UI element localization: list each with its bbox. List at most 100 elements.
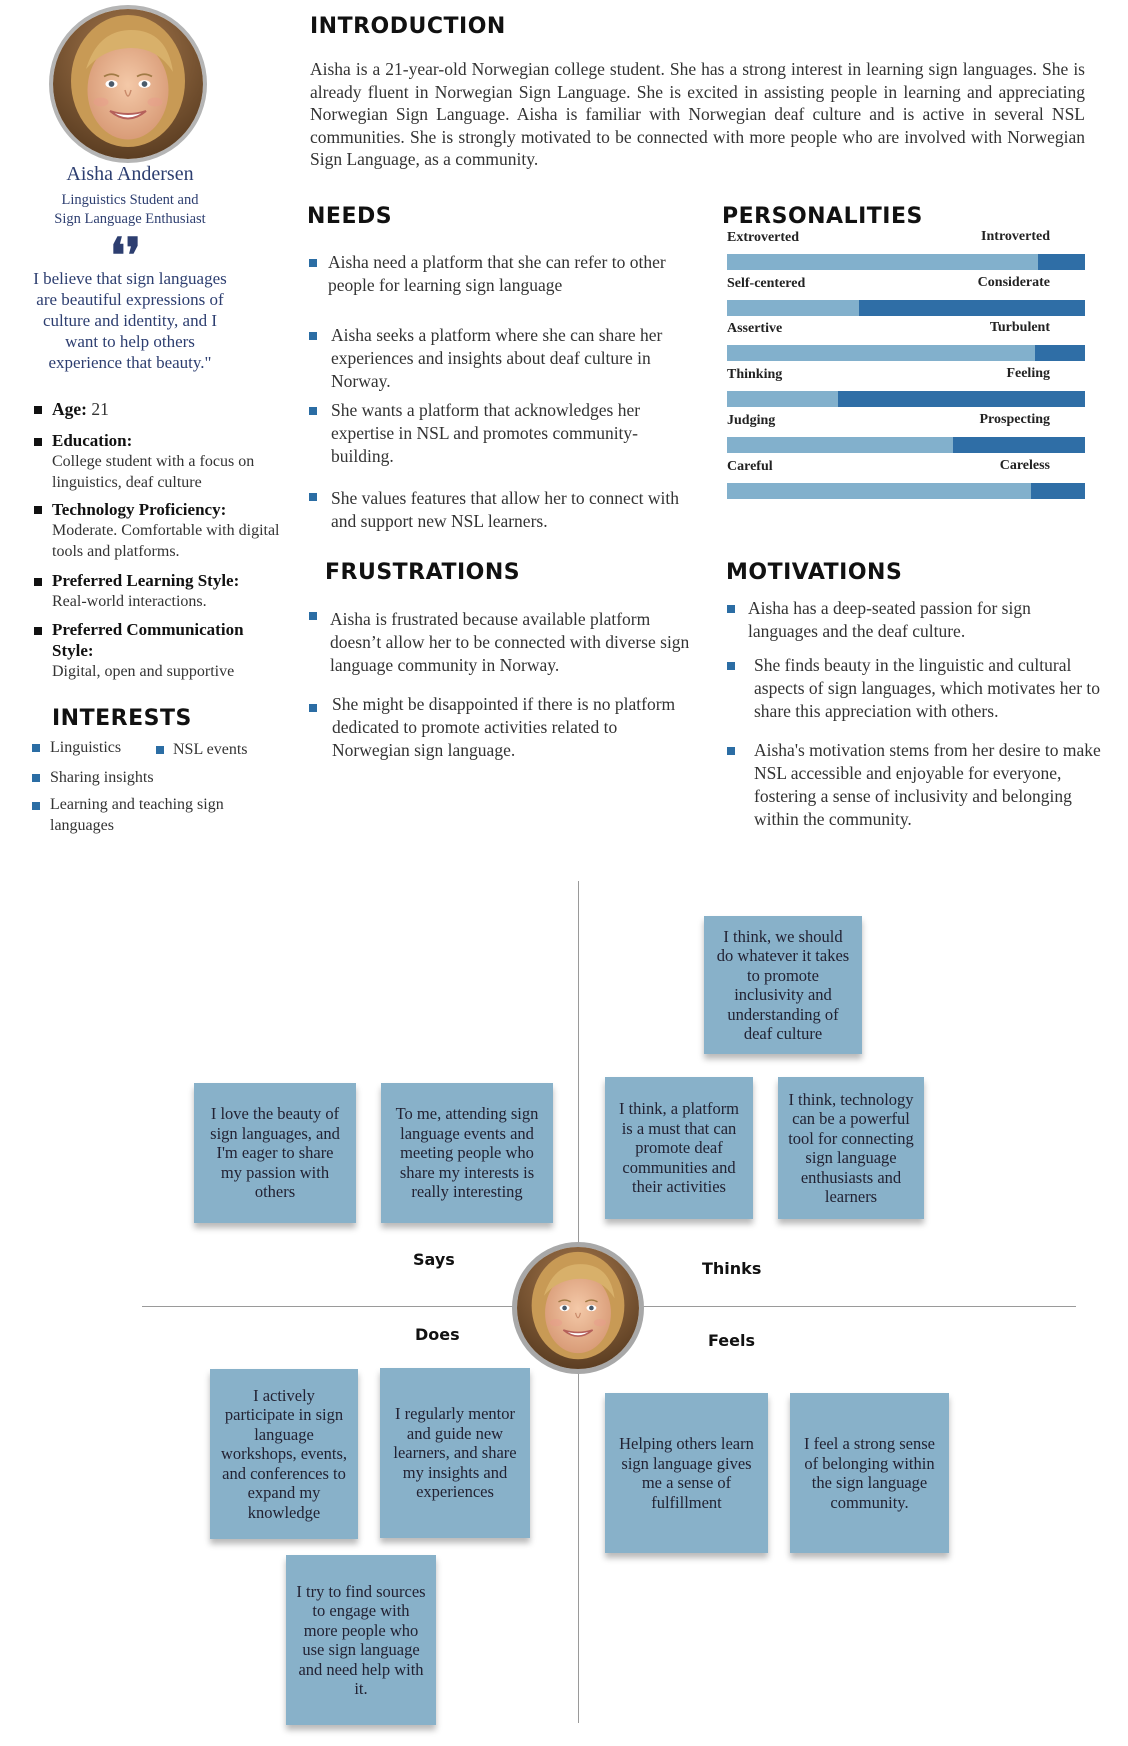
trait-left-label: Careful — [727, 459, 773, 474]
attribute-education: Education: College student with a focus … — [52, 430, 282, 493]
does-label: Does — [415, 1325, 460, 1344]
interests-title: INTERESTS — [52, 706, 192, 731]
attribute-value: College student with a focus on linguist… — [52, 453, 255, 491]
attribute-value: Real-world interactions. — [52, 593, 207, 610]
trait-bar — [727, 437, 1085, 453]
attribute-communication-style: Preferred Communication Style: Digital, … — [52, 619, 262, 682]
motivation-item: She finds beauty in the linguistic and c… — [754, 655, 1101, 721]
trait-right-label: Turbulent — [989, 320, 1050, 335]
persona-name: Aisha Andersen — [66, 163, 194, 185]
motivation-item: Aisha has a deep-seated passion for sign… — [748, 598, 1031, 641]
trait-bar-fill — [727, 437, 953, 453]
attribute-bullet — [34, 438, 42, 446]
attribute-bullet — [34, 506, 42, 514]
motivation-bullet — [727, 747, 735, 755]
motivation-item: Aisha's motivation stems from her desire… — [754, 740, 1101, 829]
need-bullet — [309, 407, 317, 415]
trait-left-label: Self-centered — [727, 276, 806, 291]
center-avatar — [512, 1242, 644, 1374]
trait-bar-fill — [727, 483, 1032, 499]
need-item: Aisha need a platform that she can refer… — [328, 252, 666, 295]
attribute-label: Preferred Learning Style: — [52, 571, 240, 590]
attribute-label: Age: — [52, 399, 87, 419]
needs-title: NEEDS — [307, 204, 393, 229]
attribute-bullet — [34, 578, 42, 586]
motivations-title: MOTIVATIONS — [726, 560, 903, 585]
interest-item: Linguistics — [50, 739, 122, 756]
interest-bullet — [32, 744, 40, 752]
frustration-bullet — [309, 704, 317, 712]
attribute-label: Preferred Communication Style: — [52, 620, 244, 660]
need-bullet — [309, 259, 317, 267]
trait-left-label: Extroverted — [727, 230, 800, 245]
attribute-value: Digital, open and supportive — [52, 663, 235, 680]
need-item: Aisha seeks a platform where she can sha… — [331, 325, 663, 391]
interest-bullet — [156, 746, 164, 754]
attribute-bullet — [34, 627, 42, 635]
persona-quote: I believe that sign languages are beauti… — [33, 269, 227, 372]
trait-left-label: Judging — [727, 413, 776, 428]
need-bullet — [309, 332, 317, 340]
interest-bullet — [32, 802, 40, 810]
role-line: Linguistics Student and — [61, 192, 199, 208]
trait-bar-fill — [727, 345, 1035, 361]
thinks-note: I think, technology can be a powerful to… — [778, 1077, 924, 1219]
trait-bar — [727, 254, 1085, 270]
introduction-title: INTRODUCTION — [310, 14, 506, 39]
trait-bar-fill — [727, 254, 1039, 270]
interest-item: Sharing insights — [50, 769, 154, 786]
trait-left-label: Assertive — [727, 321, 783, 336]
trait-bar-fill — [727, 300, 860, 316]
quote-icon: ❛❜ — [110, 228, 141, 284]
trait-right-label: Feeling — [1006, 366, 1050, 381]
does-note: I regularly mentor and guide new learner… — [380, 1368, 530, 1538]
persona-role: Linguistics Student and Sign Language En… — [20, 191, 240, 229]
thinks-note: I think, a platform is a must that can p… — [605, 1077, 753, 1219]
attribute-value: Moderate. Comfortable with digital tools… — [52, 522, 280, 560]
trait-bar — [727, 345, 1085, 361]
introduction-text: Aisha is a 21-year-old Norwegian college… — [310, 59, 1085, 169]
need-item: She values features that allow her to co… — [331, 488, 679, 531]
thinks-note: I think, we should do whatever it takes … — [704, 916, 862, 1054]
interest-item: Learning and teaching sign languages — [50, 796, 224, 834]
portrait-image — [53, 9, 203, 159]
attribute-value: 21 — [91, 399, 109, 419]
motivation-bullet — [727, 662, 735, 670]
need-bullet — [309, 493, 317, 501]
does-note: I try to find sources to engage with mor… — [286, 1555, 436, 1725]
attribute-bullet — [34, 406, 42, 414]
says-note: To me, attending sign language events an… — [381, 1083, 553, 1223]
trait-bar — [727, 391, 1085, 407]
trait-right-label: Considerate — [977, 275, 1050, 290]
says-label: Says — [413, 1250, 455, 1269]
frustration-item: She might be disappointed if there is no… — [332, 694, 676, 760]
feels-label: Feels — [708, 1331, 755, 1350]
does-note: I actively participate in sign language … — [210, 1369, 358, 1539]
trait-right-label: Careless — [999, 458, 1050, 473]
attribute-label: Technology Proficiency: — [52, 500, 227, 519]
trait-bar — [727, 483, 1085, 499]
attribute-label: Education: — [52, 431, 133, 450]
interest-bullet — [32, 774, 40, 782]
portrait-image — [517, 1247, 639, 1369]
need-item: She wants a platform that acknowledges h… — [331, 400, 641, 466]
feels-note: I feel a strong sense of belonging withi… — [790, 1393, 949, 1553]
thinks-label: Thinks — [702, 1259, 762, 1278]
interest-item: NSL events — [173, 741, 248, 758]
role-line: Sign Language Enthusiast — [54, 211, 206, 227]
trait-left-label: Thinking — [727, 367, 783, 382]
frustrations-title: FRUSTRATIONS — [325, 560, 521, 585]
trait-bar-fill — [727, 391, 838, 407]
motivation-bullet — [727, 605, 735, 613]
attribute-learning-style: Preferred Learning Style: Real-world int… — [52, 570, 282, 612]
trait-right-label: Introverted — [981, 229, 1050, 244]
profile-avatar — [49, 5, 207, 163]
trait-right-label: Prospecting — [979, 412, 1050, 427]
attribute-technology: Technology Proficiency: Moderate. Comfor… — [52, 499, 282, 562]
trait-bar — [727, 300, 1085, 316]
says-note: I love the beauty of sign languages, and… — [194, 1083, 356, 1223]
frustration-item: Aisha is frustrated because available pl… — [330, 609, 690, 675]
feels-note: Helping others learn sign language gives… — [605, 1393, 768, 1553]
frustration-bullet — [309, 612, 317, 620]
personalities-title: PERSONALITIES — [722, 204, 923, 229]
